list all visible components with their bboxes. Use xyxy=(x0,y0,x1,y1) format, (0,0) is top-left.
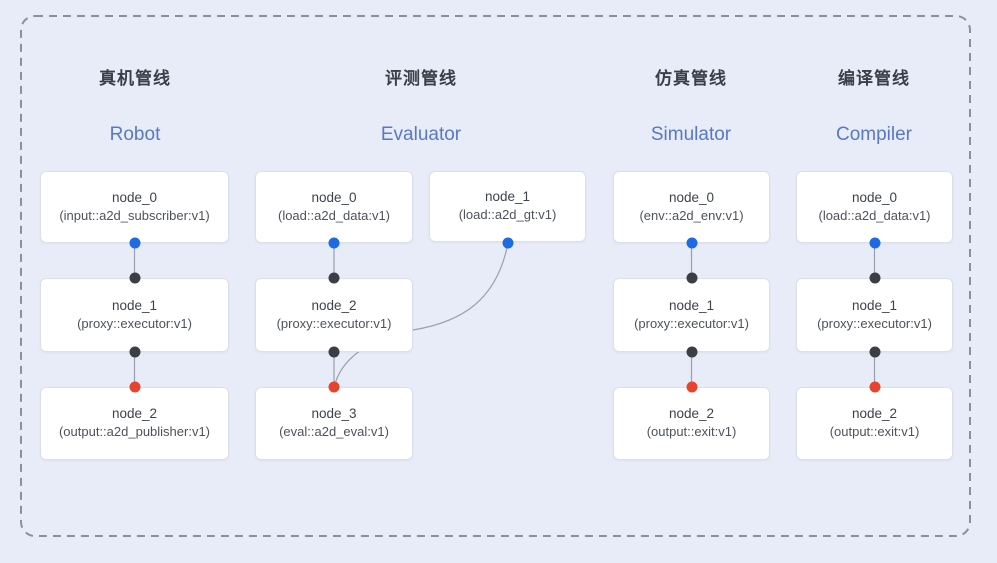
simulator-node-0: node_0 (env::a2d_env:v1) xyxy=(613,171,770,243)
compiler-node-1: node_1 (proxy::executor:v1) xyxy=(796,278,953,352)
robot-node-2: node_2 (output::a2d_publisher:v1) xyxy=(40,387,229,460)
compiler-node-0: node_0 (load::a2d_data:v1) xyxy=(796,171,953,243)
output-port-dot-blue xyxy=(129,237,140,249)
pipeline-title-en-robot: Robot xyxy=(109,124,161,145)
input-port-dot-dark xyxy=(686,272,697,284)
output-port-dot-dark xyxy=(129,346,140,358)
node-name: node_1 xyxy=(851,297,898,313)
compiler-node-2: node_2 (output::exit:v1) xyxy=(796,387,953,460)
node-name: node_1 xyxy=(668,297,715,313)
node-type: (load::a2d_data:v1) xyxy=(277,207,391,223)
node-name: node_2 xyxy=(851,406,898,422)
node-name: node_0 xyxy=(851,189,898,205)
node-name: node_2 xyxy=(311,297,357,313)
output-port-dot-dark xyxy=(686,346,697,358)
node-name: node_0 xyxy=(111,189,158,205)
input-port-dot-red xyxy=(686,381,697,393)
input-port-dot-red xyxy=(869,381,880,393)
node-type: (env::a2d_env:v1) xyxy=(639,207,744,223)
output-port-dot-blue xyxy=(328,237,340,249)
output-port-dot-dark xyxy=(869,346,880,358)
pipeline-title-en-compiler: Compiler xyxy=(835,124,913,145)
pipeline-title-cn-simulator: 仿真管线 xyxy=(655,69,727,88)
input-port-dot-red xyxy=(129,381,140,393)
pipeline-title-cn-compiler: 编译管线 xyxy=(838,69,910,88)
pipeline-title-en-evaluator: Evaluator xyxy=(380,124,462,145)
robot-node-0: node_0 (input::a2d_subscriber:v1) xyxy=(40,171,229,243)
node-name: node_1 xyxy=(111,297,158,313)
node-name: node_2 xyxy=(668,406,715,422)
node-name: node_0 xyxy=(311,189,357,205)
pipeline-title-cn-robot: 真机管线 xyxy=(99,69,171,88)
node-name: node_3 xyxy=(311,406,357,422)
input-port-dot-dark xyxy=(129,272,140,284)
input-port-dot-dark xyxy=(869,272,880,284)
evaluator-node-2: node_2 (proxy::executor:v1) xyxy=(255,278,413,352)
input-port-dot-dark xyxy=(328,272,340,284)
node-name: node_1 xyxy=(484,189,531,205)
output-port-dot-blue xyxy=(502,237,514,249)
node-type: (output::exit:v1) xyxy=(646,424,737,440)
node-name: node_0 xyxy=(668,189,715,205)
evaluator-node-1: node_1 (load::a2d_gt:v1) xyxy=(429,171,586,242)
pipeline-title-en-simulator: Simulator xyxy=(650,124,732,145)
pipeline-title-cn-evaluator: 评测管线 xyxy=(385,69,457,88)
node-type: (proxy::executor:v1) xyxy=(276,315,392,331)
node-type: (input::a2d_subscriber:v1) xyxy=(59,207,210,223)
output-port-dot-dark xyxy=(328,346,340,358)
node-name: node_2 xyxy=(111,406,158,422)
node-type: (proxy::executor:v1) xyxy=(77,315,192,331)
node-type: (proxy::executor:v1) xyxy=(817,315,932,331)
node-type: (load::a2d_gt:v1) xyxy=(458,207,557,223)
robot-node-1: node_1 (proxy::executor:v1) xyxy=(40,278,229,352)
node-type: (output::a2d_publisher:v1) xyxy=(58,424,211,440)
simulator-node-1: node_1 (proxy::executor:v1) xyxy=(613,278,770,352)
evaluator-node-0: node_0 (load::a2d_data:v1) xyxy=(255,171,413,243)
output-port-dot-blue xyxy=(686,237,697,249)
simulator-node-2: node_2 (output::exit:v1) xyxy=(613,387,770,460)
node-type: (eval::a2d_eval:v1) xyxy=(279,424,389,440)
node-type: (load::a2d_data:v1) xyxy=(818,207,931,223)
node-type: (output::exit:v1) xyxy=(829,424,920,440)
input-port-dot-red xyxy=(328,381,340,393)
node-type: (proxy::executor:v1) xyxy=(634,315,749,331)
evaluator-node-3: node_3 (eval::a2d_eval:v1) xyxy=(255,387,413,460)
output-port-dot-blue xyxy=(869,237,880,249)
